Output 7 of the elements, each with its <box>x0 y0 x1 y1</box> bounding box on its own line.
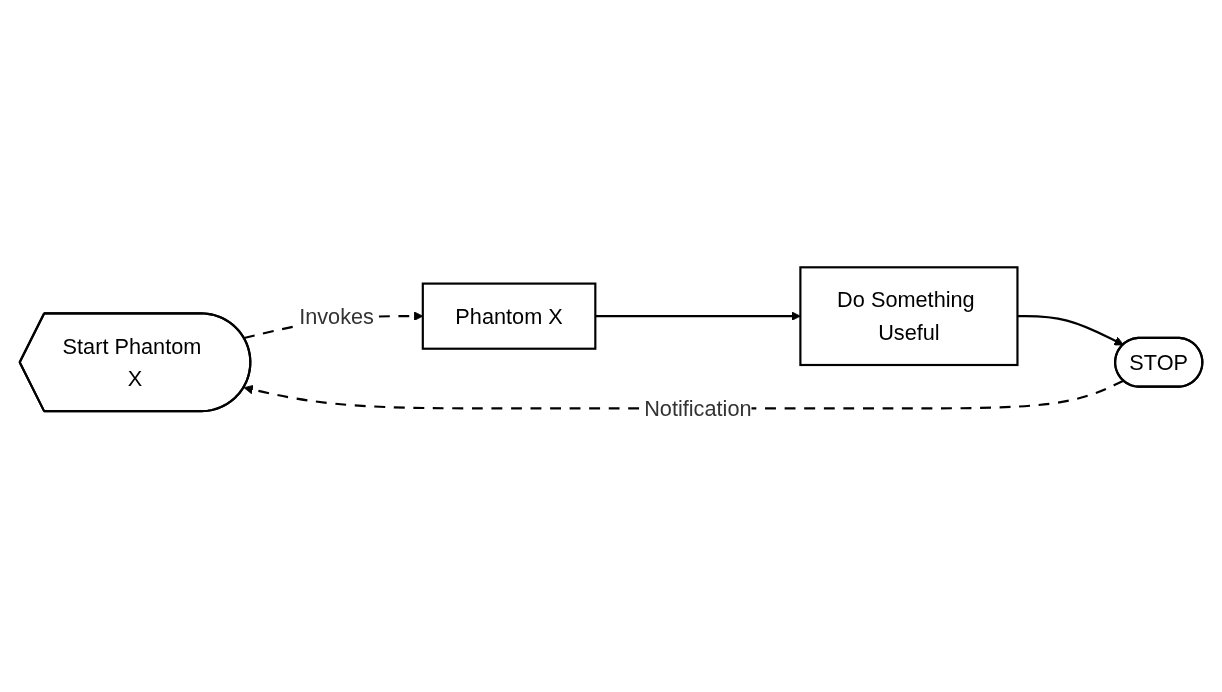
arrow <box>243 379 1124 410</box>
node-box: Do Something Useful <box>799 266 1019 367</box>
edge-label: Notification <box>644 396 752 421</box>
arrow <box>1017 315 1124 346</box>
arrow <box>595 311 801 321</box>
edge-label: Invokes <box>299 304 374 329</box>
node-box: Phantom X <box>421 282 597 350</box>
